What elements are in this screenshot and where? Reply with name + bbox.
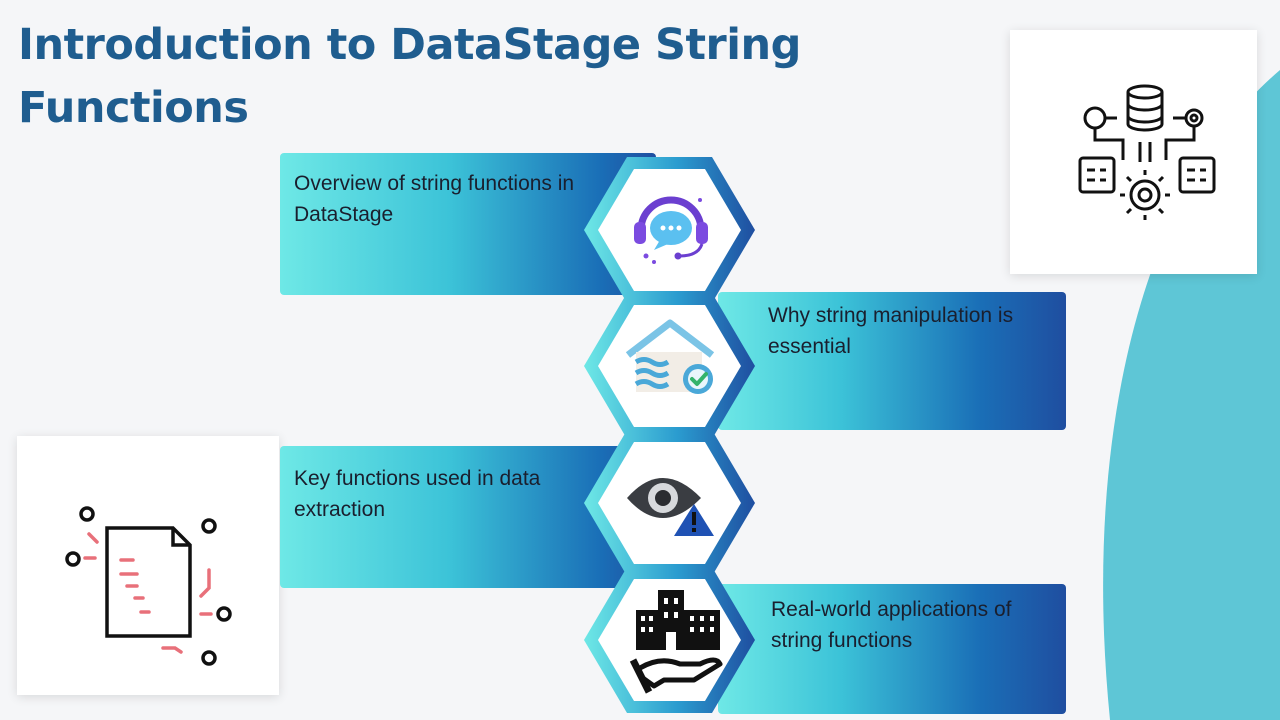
- item-text-1: Overview of string functions in DataStag…: [294, 172, 575, 226]
- document-connections-card: [17, 436, 279, 695]
- database-gears-icon: [1078, 84, 1216, 220]
- house-check-icon: [625, 319, 715, 394]
- item-banner-2: [718, 292, 1066, 430]
- item-text-3: Key functions used in data extraction: [294, 467, 541, 521]
- headset-chat-icon: [634, 196, 708, 264]
- building-hand-icon: [629, 590, 723, 694]
- slide-title: Introduction to DataStage String Functio…: [18, 20, 801, 133]
- database-gears-card: [1010, 30, 1257, 274]
- item-text-2: Why string manipulation is essential: [768, 304, 1014, 358]
- item-text-4: Real-world applications of string functi…: [771, 598, 1012, 652]
- document-connections-icon: [65, 506, 232, 666]
- item-banner-4: [718, 584, 1066, 714]
- eye-warning-icon: [627, 478, 714, 536]
